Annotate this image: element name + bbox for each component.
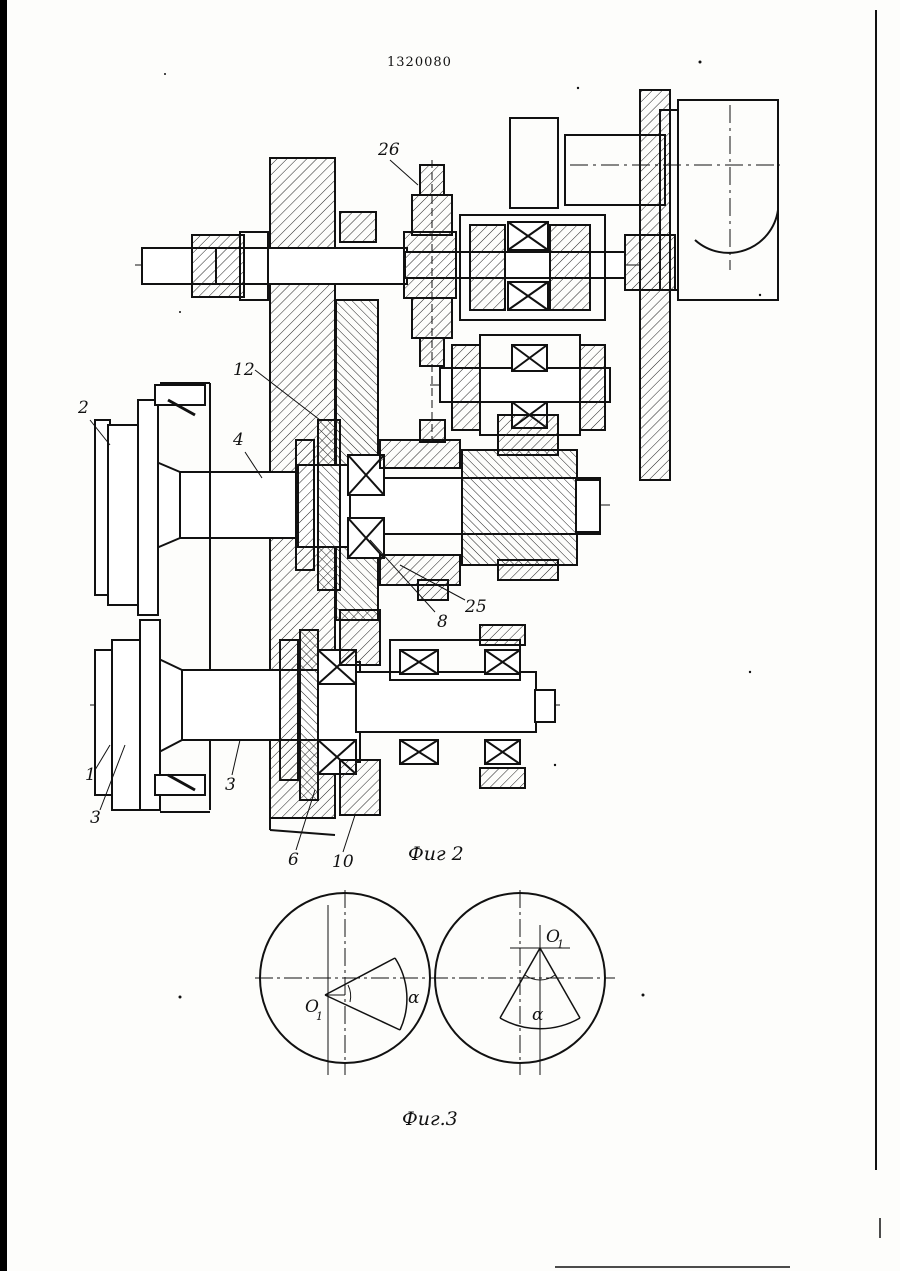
- scan-edge-left: [0, 0, 7, 1271]
- flange-6: [280, 640, 298, 780]
- label-6: 6: [288, 850, 299, 870]
- chuck-1: [112, 640, 142, 810]
- electric-motor: [678, 100, 778, 300]
- left-angle-label: α: [408, 988, 420, 1008]
- motor-coupling: [510, 118, 558, 208]
- patent-number: 1320080: [387, 55, 452, 70]
- figure-2-drawing: [90, 90, 780, 835]
- label-3-left: 3: [90, 808, 101, 828]
- label-26: 26: [377, 140, 400, 160]
- gear-10: [340, 610, 380, 665]
- driven-gear: [462, 450, 577, 565]
- right-center-subscript: 1: [557, 938, 564, 951]
- label-3-lower: 3: [225, 775, 236, 795]
- figure-2-caption: Фиг 2: [408, 843, 464, 865]
- figure-3-caption: Фиг.3: [402, 1108, 458, 1130]
- label-8: 8: [437, 612, 448, 632]
- spindle-4: [180, 472, 300, 538]
- label-25: 25: [464, 597, 487, 617]
- label-1: 1: [85, 765, 96, 785]
- gear-26: [404, 232, 456, 298]
- gear-25: [380, 440, 460, 468]
- figure-3-drawing: [255, 890, 615, 1075]
- label-4: 4: [232, 430, 244, 450]
- flange-12: [318, 420, 340, 590]
- figure-3-labels: O 1 α O 1 α Фиг.3: [305, 927, 564, 1130]
- label-2: 2: [77, 398, 89, 418]
- top-shaft: [142, 248, 407, 284]
- label-10: 10: [332, 852, 354, 872]
- chuck-2: [108, 425, 138, 605]
- left-center-subscript: 1: [316, 1010, 323, 1023]
- right-angle-label: α: [532, 1005, 544, 1025]
- label-12: 12: [233, 360, 255, 380]
